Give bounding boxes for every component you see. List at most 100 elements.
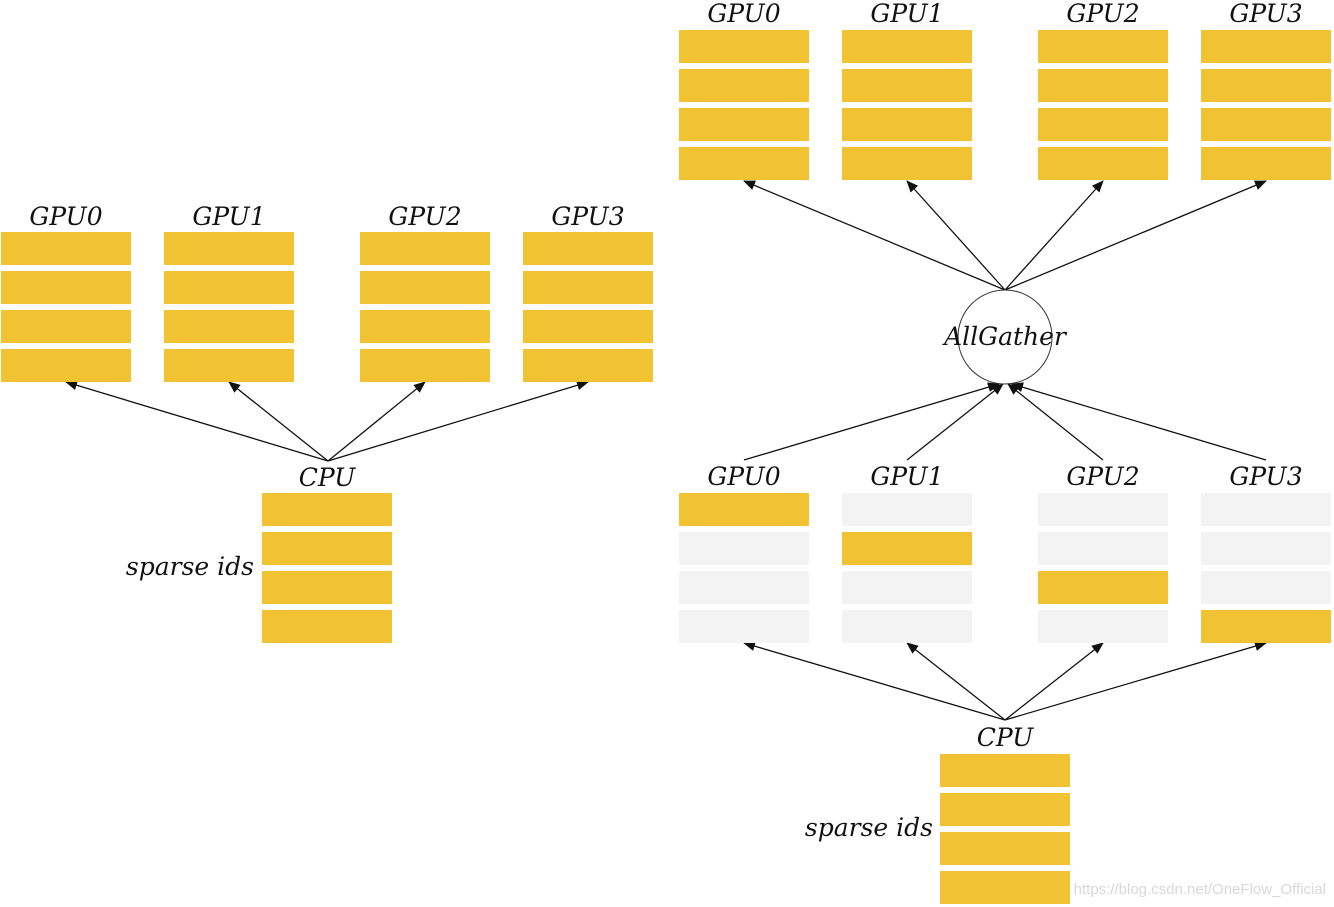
right-top-gpu3-stack-block-3-filled: [1201, 147, 1331, 180]
right-cpu-to-gpu3-arrow: [1004, 641, 1267, 721]
right-top-gpu1-label: GPU1: [870, 0, 943, 28]
right-mid-gpu1-stack-block-0-empty: [842, 493, 972, 526]
right-top-gpu3-stack: [1201, 30, 1331, 180]
right-mid-gpu2-stack-block-0-empty: [1038, 493, 1168, 526]
gpu3-to-allgather-arrow: [1011, 382, 1267, 461]
right-cpu-to-gpu0-arrow: [743, 641, 1006, 721]
right-mid-gpu1-stack-block-2-empty: [842, 571, 972, 604]
left-panel: GPU0 GPU1 GPU2 GPU3 CPU sparse ids: [1, 202, 653, 643]
right-mid-gpu3-stack-block-0-empty: [1201, 493, 1331, 526]
right-cpu-stack-block-1-filled: [940, 793, 1070, 826]
right-top-gpu0-stack: [679, 30, 809, 180]
right-top-gpu3-stack-block-0-filled: [1201, 30, 1331, 63]
edges-layer: [65, 180, 1267, 721]
left-gpu3-stack: [523, 232, 653, 382]
left-gpu2-stack-block-2-filled: [360, 310, 490, 343]
right-top-gpu2-stack-block-0-filled: [1038, 30, 1168, 63]
left-cpu-to-gpu3-arrow: [327, 380, 589, 462]
right-mid-gpu2-stack-block-2-filled: [1038, 571, 1168, 604]
left-gpu2-stack-block-3-filled: [360, 349, 490, 382]
allgather-to-gpu0-arrow: [743, 180, 1006, 291]
left-cpu-to-gpu0-arrow: [65, 380, 329, 462]
right-top-gpu1-stack-block-0-filled: [842, 30, 972, 63]
right-cpu-label: CPU: [977, 723, 1035, 752]
left-gpu2-stack-block-0-filled: [360, 232, 490, 265]
watermark-text: https://blog.csdn.net/OneFlow_Official: [1074, 881, 1326, 898]
right-cpu-to-gpu2-arrow: [1004, 642, 1104, 721]
left-cpu-stack-block-2-filled: [262, 571, 392, 604]
right-top-gpu2-stack: [1038, 30, 1168, 180]
left-gpu1-stack-block-0-filled: [164, 232, 294, 265]
left-cpu-label: CPU: [299, 463, 357, 492]
left-gpu0-stack: [1, 232, 131, 382]
right-top-gpu3-stack-block-2-filled: [1201, 108, 1331, 141]
right-top-gpu1-stack-block-3-filled: [842, 147, 972, 180]
right-top-gpu1-stack-block-2-filled: [842, 108, 972, 141]
left-gpu2-stack: [360, 232, 490, 382]
right-top-gpu2-stack-block-3-filled: [1038, 147, 1168, 180]
right-mid-gpu0-stack-block-0-filled: [679, 493, 809, 526]
right-mid-gpu1-stack-block-3-empty: [842, 610, 972, 643]
right-top-gpu2-stack-block-1-filled: [1038, 69, 1168, 102]
right-cpu-stack: [940, 754, 1070, 904]
right-top-gpu2-label: GPU2: [1066, 0, 1139, 28]
right-top-gpu3-stack-block-1-filled: [1201, 69, 1331, 102]
right-top-gpu0-label: GPU0: [707, 0, 780, 28]
right-mid-gpu2-label: GPU2: [1066, 462, 1139, 491]
right-mid-gpu0-label: GPU0: [707, 462, 780, 491]
right-mid-gpu1-stack: [842, 493, 972, 643]
right-mid-gpu2-stack-block-1-empty: [1038, 532, 1168, 565]
left-gpu0-label: GPU0: [29, 202, 102, 231]
right-mid-gpu0-stack-block-1-empty: [679, 532, 809, 565]
right-mid-gpu0-stack: [679, 493, 809, 643]
allgather-to-gpu2-arrow: [1004, 180, 1104, 291]
left-gpu2-label: GPU2: [388, 202, 461, 231]
gpu0-to-allgather-arrow: [743, 382, 1000, 461]
left-sparse-ids-label: sparse ids: [126, 552, 254, 581]
right-cpu-to-gpu1-arrow: [906, 642, 1006, 721]
right-top-gpu1-stack-block-1-filled: [842, 69, 972, 102]
right-mid-gpu1-label: GPU1: [870, 462, 943, 491]
left-gpu3-stack-block-0-filled: [523, 232, 653, 265]
allgather-label: AllGather: [942, 322, 1068, 351]
allgather-node: [957, 289, 1053, 385]
right-top-gpu1-stack: [842, 30, 972, 180]
right-cpu-stack-block-0-filled: [940, 754, 1070, 787]
left-gpu3-stack-block-3-filled: [523, 349, 653, 382]
right-mid-gpu3-stack-block-3-filled: [1201, 610, 1331, 643]
left-cpu-to-gpu1-arrow: [228, 381, 329, 462]
left-cpu-stack-block-1-filled: [262, 532, 392, 565]
right-mid-gpu1-stack-block-1-filled: [842, 532, 972, 565]
right-top-gpu0-stack-block-3-filled: [679, 147, 809, 180]
left-gpu1-stack-block-2-filled: [164, 310, 294, 343]
right-top-gpu2-stack-block-2-filled: [1038, 108, 1168, 141]
right-mid-gpu0-stack-block-3-empty: [679, 610, 809, 643]
left-gpu3-stack-block-1-filled: [523, 271, 653, 304]
allgather-to-gpu1-arrow: [906, 180, 1006, 291]
left-gpu1-stack-block-3-filled: [164, 349, 294, 382]
right-panel: GPU0 GPU1 GPU2 GPU3 AllGather GPU0 GPU1 …: [679, 0, 1331, 904]
right-mid-gpu2-stack: [1038, 493, 1168, 643]
right-cpu-stack-block-2-filled: [940, 832, 1070, 865]
right-top-gpu0-stack-block-1-filled: [679, 69, 809, 102]
left-gpu0-stack-block-2-filled: [1, 310, 131, 343]
left-cpu-stack-block-3-filled: [262, 610, 392, 643]
allgather-to-gpu3-arrow: [1004, 180, 1267, 291]
left-gpu0-stack-block-3-filled: [1, 349, 131, 382]
right-cpu-stack-block-3-filled: [940, 871, 1070, 904]
right-top-gpu0-stack-block-2-filled: [679, 108, 809, 141]
left-gpu1-stack: [164, 232, 294, 382]
left-cpu-to-gpu2-arrow: [327, 381, 426, 462]
left-gpu1-stack-block-1-filled: [164, 271, 294, 304]
right-mid-gpu3-label: GPU3: [1229, 462, 1302, 491]
gpu2-to-allgather-arrow: [1007, 383, 1104, 461]
right-top-gpu0-stack-block-0-filled: [679, 30, 809, 63]
right-mid-gpu2-stack-block-3-empty: [1038, 610, 1168, 643]
left-cpu-stack: [262, 493, 392, 643]
right-mid-gpu0-stack-block-2-empty: [679, 571, 809, 604]
left-gpu3-stack-block-2-filled: [523, 310, 653, 343]
left-cpu-stack-block-0-filled: [262, 493, 392, 526]
right-top-gpu3-label: GPU3: [1229, 0, 1302, 28]
gpu1-to-allgather-arrow: [906, 383, 1004, 461]
